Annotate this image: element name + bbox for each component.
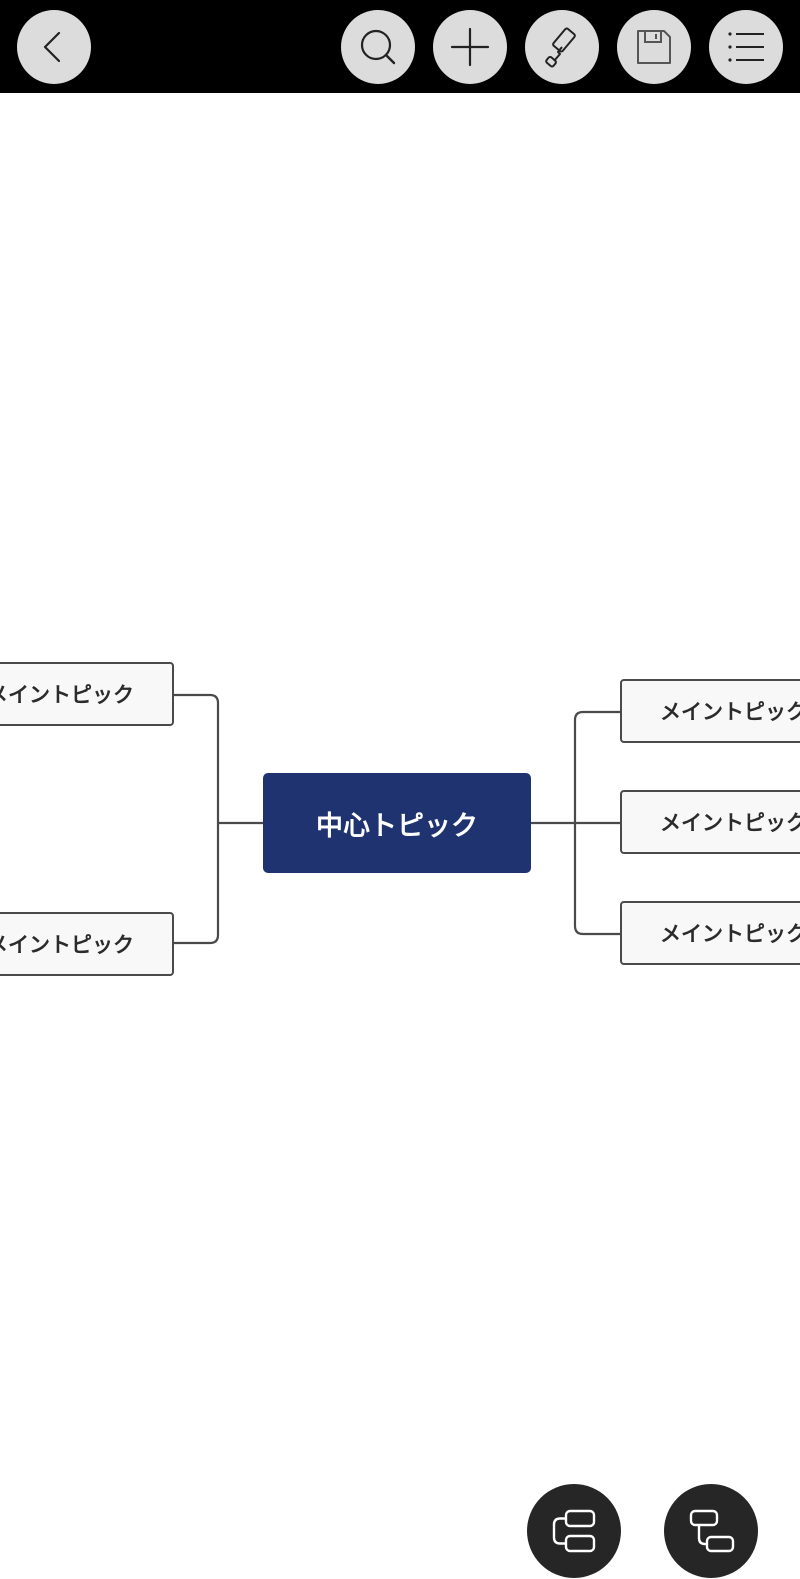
topic-label: メイントピック xyxy=(660,811,800,835)
topic-label: メイントピック xyxy=(0,933,134,957)
add-subtopic-icon xyxy=(689,1509,735,1553)
topic-label: メイントピック xyxy=(660,700,800,724)
top-toolbar xyxy=(0,0,800,93)
add-sibling-topic-icon xyxy=(552,1509,596,1553)
main-topic-right-1[interactable]: メイントピック xyxy=(620,679,800,743)
plus-icon xyxy=(450,27,490,67)
menu-button[interactable] xyxy=(709,10,783,84)
style-button[interactable] xyxy=(525,10,599,84)
search-icon xyxy=(360,29,396,65)
add-subtopic-button[interactable] xyxy=(664,1484,758,1578)
save-icon xyxy=(637,30,671,64)
back-button[interactable] xyxy=(17,10,91,84)
paint-roller-icon xyxy=(545,27,576,68)
topic-label: メイントピック xyxy=(0,683,134,707)
main-topic-left-2[interactable]: メイントピック xyxy=(0,912,174,976)
mindmap-canvas[interactable]: メイントピック メイントピック 中心トピック メイントピック メイントピック メ… xyxy=(0,93,800,1579)
main-topic-right-3[interactable]: メイントピック xyxy=(620,901,800,965)
list-icon xyxy=(728,32,764,62)
central-topic[interactable]: 中心トピック xyxy=(263,773,531,873)
topic-connectors xyxy=(174,693,620,945)
add-button[interactable] xyxy=(433,10,507,84)
main-topic-left-1[interactable]: メイントピック xyxy=(0,662,174,726)
save-button[interactable] xyxy=(617,10,691,84)
add-sibling-topic-button[interactable] xyxy=(527,1484,621,1578)
search-button[interactable] xyxy=(341,10,415,84)
central-topic-label: 中心トピック xyxy=(316,810,478,842)
back-icon xyxy=(43,31,61,63)
main-topic-right-2[interactable]: メイントピック xyxy=(620,790,800,854)
topic-label: メイントピック xyxy=(660,922,800,946)
